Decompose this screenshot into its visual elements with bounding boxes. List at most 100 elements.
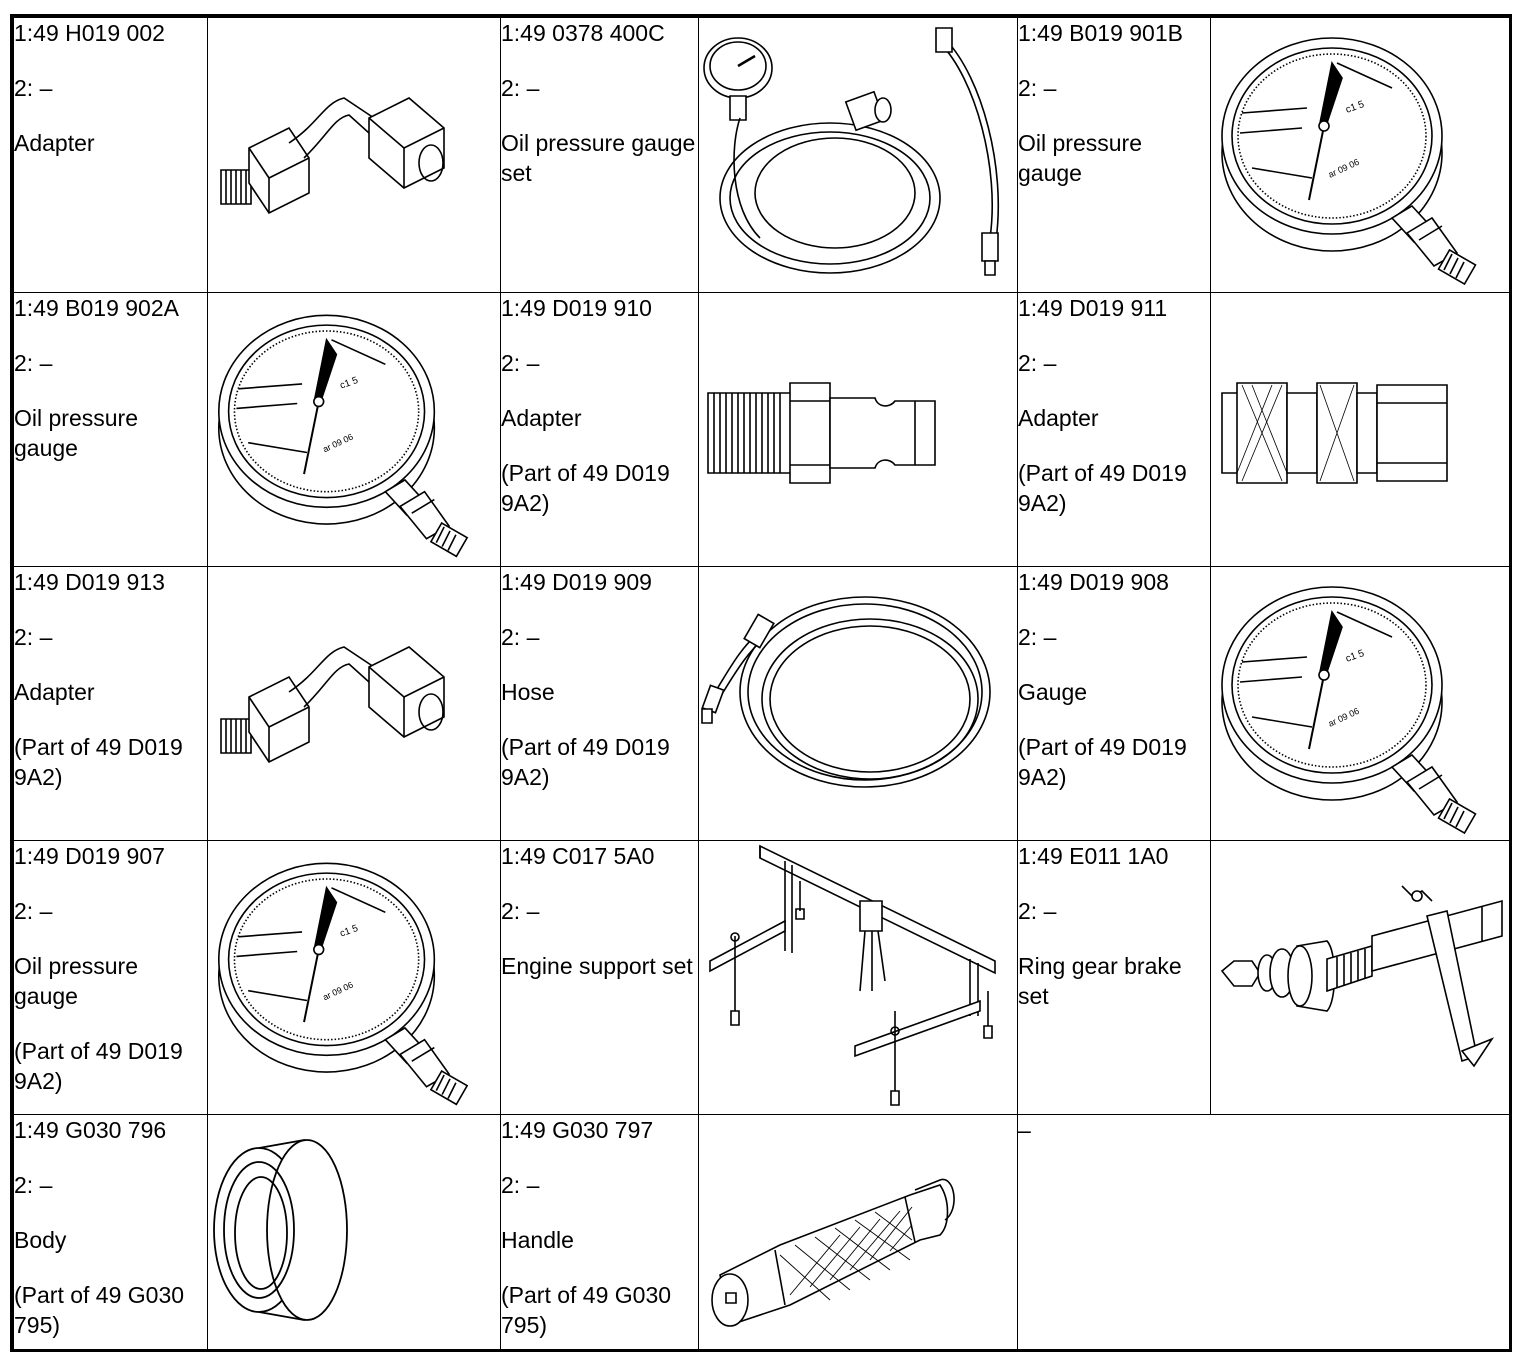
part-number: 1:49 G030 797 xyxy=(501,1117,654,1143)
tool-name: Handle xyxy=(501,1227,574,1253)
tool-image-cell xyxy=(1210,17,1510,293)
tool-text-cell: 1:49 B019 901B 2: – Oil pressure gauge xyxy=(1017,17,1211,293)
table-row: 1:49 H019 002 2: – Adapter 1:49 0378 400… xyxy=(13,17,1510,293)
ring-gear-brake-icon xyxy=(1221,885,1503,1067)
empty-dash: – xyxy=(1018,1117,1031,1143)
part-number: 1:49 E011 1A0 xyxy=(1018,843,1169,869)
note: 2: – xyxy=(501,898,540,924)
note: 2: – xyxy=(1018,898,1057,924)
pressure-gauge-icon xyxy=(1221,37,1477,286)
part-number: 1:49 D019 911 xyxy=(1018,295,1168,321)
tool-name: Oil pressure gauge xyxy=(1018,130,1142,186)
tool-text-cell: 1:49 G030 797 2: – Handle (Part of 49 G0… xyxy=(500,1114,699,1350)
part-of: (Part of 49 D019 9A2) xyxy=(14,1038,183,1094)
tool-name: Ring gear brake set xyxy=(1018,953,1182,1009)
tool-image-cell xyxy=(698,1114,1018,1350)
part-number: 1:49 H019 002 xyxy=(14,20,165,46)
tool-name: Oil pressure gauge xyxy=(14,405,138,461)
tool-image-cell xyxy=(1210,566,1510,841)
note: 2: – xyxy=(501,1172,540,1198)
part-of: (Part of 49 G030 795) xyxy=(501,1282,672,1338)
tool-image-cell xyxy=(698,566,1018,841)
note: 2: – xyxy=(14,350,53,376)
empty-cell: – xyxy=(1017,1114,1510,1350)
tool-text-cell: 1:49 D019 908 2: – Gauge (Part of 49 D01… xyxy=(1017,566,1211,841)
tool-image-cell xyxy=(698,840,1018,1115)
part-number: 1:49 B019 902A xyxy=(14,295,179,321)
tool-image-cell xyxy=(698,17,1018,293)
tool-name: Oil pressure gauge xyxy=(14,953,138,1009)
part-of: (Part of 49 D019 9A2) xyxy=(1018,734,1187,790)
part-of: (Part of 49 D019 9A2) xyxy=(501,734,670,790)
tool-text-cell: 1:49 D019 907 2: – Oil pressure gauge (P… xyxy=(13,840,208,1115)
pressure-gauge-icon xyxy=(217,862,469,1106)
note: 2: – xyxy=(14,75,53,101)
tool-name: Hose xyxy=(501,679,555,705)
part-number: 1:49 B019 901B xyxy=(1018,20,1183,46)
part-of: (Part of 49 D019 9A2) xyxy=(1018,460,1187,516)
tool-image-cell xyxy=(207,840,501,1115)
table-row: 1:49 D019 913 2: – Adapter (Part of 49 D… xyxy=(13,566,1510,841)
elbow-adapter-icon xyxy=(220,646,445,763)
tool-image-cell xyxy=(1210,840,1510,1115)
part-number: 1:49 D019 907 xyxy=(14,843,165,869)
quick-coupler-socket-icon xyxy=(1221,382,1448,484)
tool-name: Oil pressure gauge set xyxy=(501,130,696,186)
tool-text-cell: 1:49 0378 400C 2: – Oil pressure gauge s… xyxy=(500,17,699,293)
note: 2: – xyxy=(1018,624,1057,650)
note: 2: – xyxy=(1018,75,1057,101)
note: 2: – xyxy=(501,350,540,376)
elbow-adapter-icon xyxy=(220,97,445,214)
part-of: (Part of 49 G030 795) xyxy=(14,1282,185,1338)
table-row: 1:49 B019 902A 2: – Oil pressure gauge 1… xyxy=(13,292,1510,567)
tool-image-cell xyxy=(698,292,1018,567)
gauge-set-icon xyxy=(702,26,1000,277)
quick-coupler-plug-icon xyxy=(707,382,936,484)
table-row: 1:49 D019 907 2: – Oil pressure gauge (P… xyxy=(13,840,1510,1115)
tool-name: Engine support set xyxy=(501,953,693,979)
note: 2: – xyxy=(501,624,540,650)
tool-text-cell: 1:49 D019 910 2: – Adapter (Part of 49 D… xyxy=(500,292,699,567)
tool-image-cell xyxy=(207,1114,501,1350)
special-tools-sheet: 1:49 H019 002 2: – Adapter 1:49 0378 400… xyxy=(10,14,1512,1352)
pressure-gauge-icon xyxy=(217,314,469,558)
tool-name: Adapter xyxy=(14,679,95,705)
part-number: 1:49 D019 910 xyxy=(501,295,652,321)
note: 2: – xyxy=(14,1172,53,1198)
tool-text-cell: 1:49 G030 796 2: – Body (Part of 49 G030… xyxy=(13,1114,208,1350)
tool-text-cell: 1:49 D019 909 2: – Hose (Part of 49 D019… xyxy=(500,566,699,841)
note: 2: – xyxy=(501,75,540,101)
tool-image-cell xyxy=(207,17,501,293)
part-number: 1:49 G030 796 xyxy=(14,1117,167,1143)
part-of: (Part of 49 D019 9A2) xyxy=(14,734,183,790)
table-row: 1:49 G030 796 2: – Body (Part of 49 G030… xyxy=(13,1114,1510,1350)
note: 2: – xyxy=(14,898,53,924)
part-number: 1:49 0378 400C xyxy=(501,20,665,46)
note: 2: – xyxy=(14,624,53,650)
tool-image-cell xyxy=(1210,292,1510,567)
tool-name: Adapter xyxy=(501,405,582,431)
tool-image-cell xyxy=(207,566,501,841)
pressure-gauge-icon xyxy=(1221,586,1477,835)
knurled-handle-icon xyxy=(711,1178,955,1327)
note: 2: – xyxy=(1018,350,1057,376)
tool-text-cell: 1:49 B019 902A 2: – Oil pressure gauge xyxy=(13,292,208,567)
tool-name: Adapter xyxy=(1018,405,1099,431)
tool-text-cell: 1:49 E011 1A0 2: – Ring gear brake set xyxy=(1017,840,1211,1115)
special-tools-table: 1:49 H019 002 2: – Adapter 1:49 0378 400… xyxy=(13,17,1510,1350)
part-number: 1:49 D019 913 xyxy=(14,569,165,595)
part-number: 1:49 D019 908 xyxy=(1018,569,1169,595)
tool-image-cell xyxy=(207,292,501,567)
tool-name: Body xyxy=(14,1227,67,1253)
part-number: 1:49 C017 5A0 xyxy=(501,843,655,869)
ring-body-icon xyxy=(213,1139,348,1321)
engine-support-icon xyxy=(709,845,996,1106)
tool-text-cell: 1:49 D019 913 2: – Adapter (Part of 49 D… xyxy=(13,566,208,841)
tool-text-cell: 1:49 C017 5A0 2: – Engine support set xyxy=(500,840,699,1115)
tool-text-cell: 1:49 H019 002 2: – Adapter xyxy=(13,17,208,293)
tool-text-cell: 1:49 D019 911 2: – Adapter (Part of 49 D… xyxy=(1017,292,1211,567)
tool-name: Adapter xyxy=(14,130,95,156)
part-of: (Part of 49 D019 9A2) xyxy=(501,460,670,516)
tool-name: Gauge xyxy=(1018,679,1088,705)
hose-icon xyxy=(701,596,991,788)
